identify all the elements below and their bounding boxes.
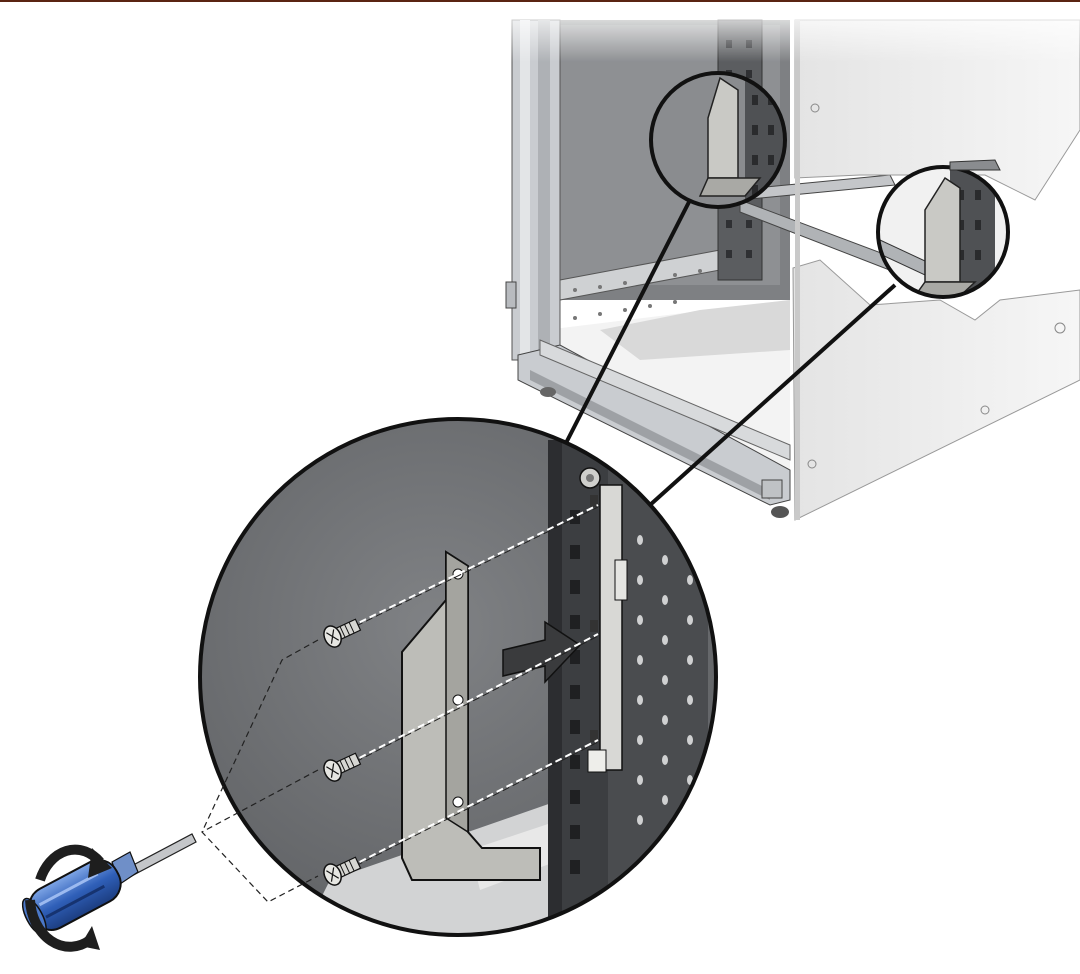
detail-callout: [198, 417, 718, 937]
rack-cabinet-icon: [500, 2, 1080, 521]
rotation-arrow-icon: [25, 844, 112, 952]
screw-icon: [323, 856, 362, 886]
magnifier-callout-icon: [563, 71, 1010, 507]
top-border: [0, 0, 1080, 2]
screw-icon: [323, 618, 362, 648]
screwdriver-path: [201, 639, 319, 903]
screwdriver-icon: [21, 833, 197, 936]
screw-icon: [323, 752, 362, 782]
insert-direction-arrow: [502, 620, 582, 684]
